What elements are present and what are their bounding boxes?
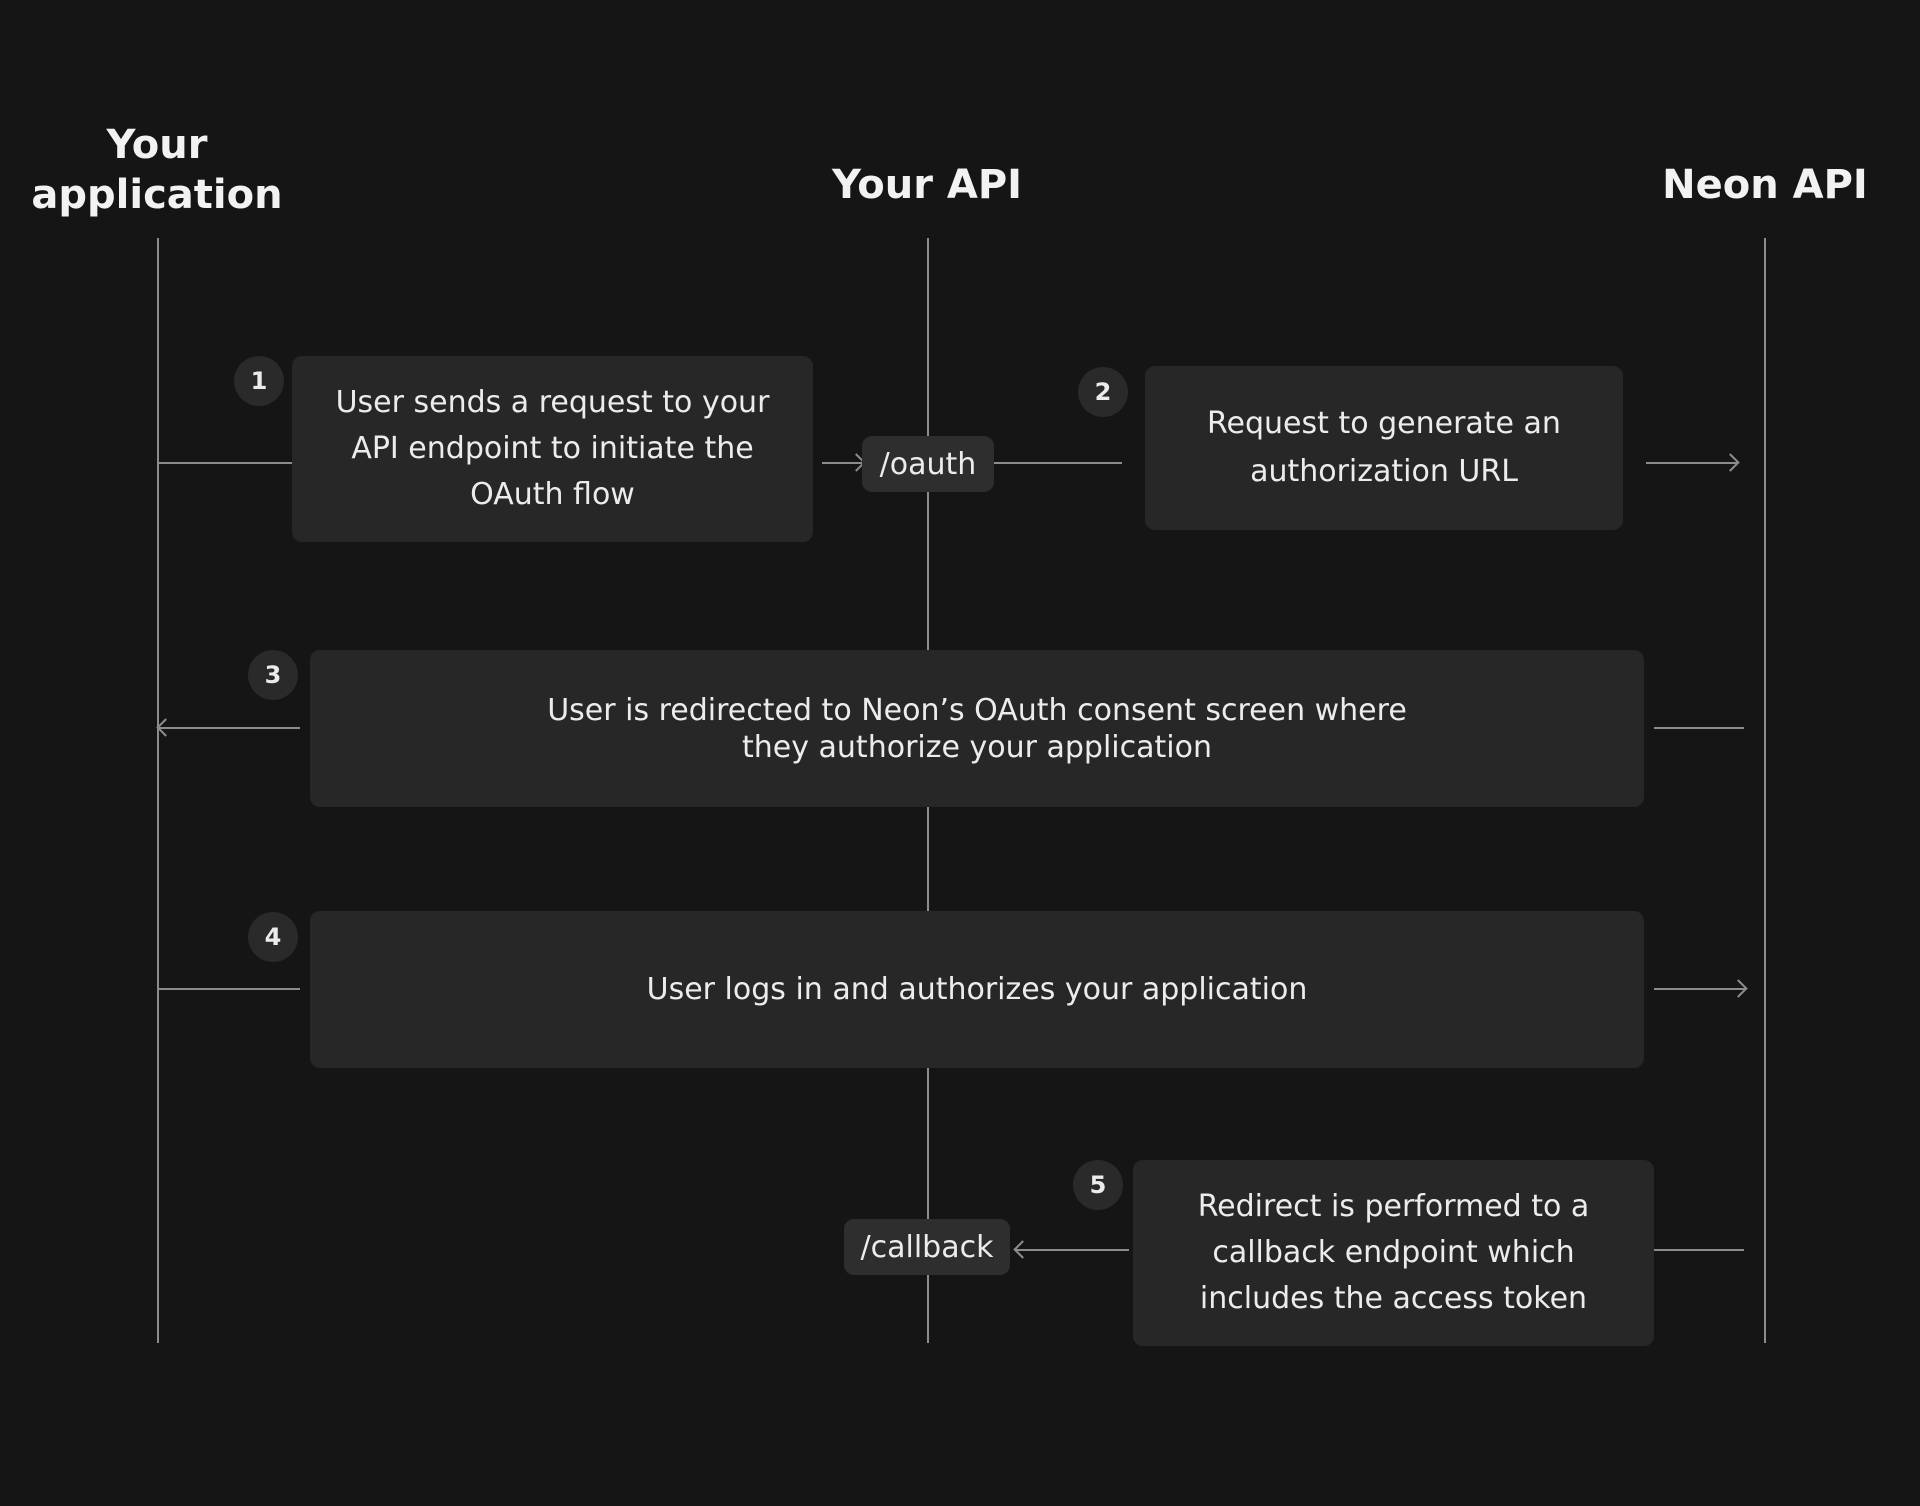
neon-api-lifeline <box>1764 238 1766 1343</box>
oauth-endpoint: /oauth <box>862 436 994 492</box>
step1-arrow-to-oauth <box>822 462 864 464</box>
your-application-heading-line1: Your <box>106 122 208 168</box>
step2-text: Request to generate an authorization URL <box>1207 406 1561 489</box>
step5-box: Redirect is performed to a callback endp… <box>1133 1160 1654 1346</box>
step3-text-line2: they authorize your application <box>742 729 1212 765</box>
callback-endpoint: /callback <box>844 1219 1010 1275</box>
step5-text: Redirect is performed to a callback endp… <box>1197 1189 1590 1316</box>
step3-text-line1: User is redirected to Neon’s OAuth conse… <box>547 692 1407 728</box>
step3-arrow-to-app <box>158 727 300 729</box>
your-application-heading-line2: application <box>31 172 283 218</box>
step2-badge: 2 <box>1078 367 1128 417</box>
step4-badge: 4 <box>248 912 298 962</box>
step1-text: User sends a request to your API endpoin… <box>335 385 770 512</box>
step1-line-left <box>158 462 292 464</box>
step4-arrow-to-neon <box>1654 988 1746 990</box>
step2-box: Request to generate an authorization URL <box>1145 366 1623 530</box>
your-application-heading: Your application <box>20 120 294 220</box>
your-api-heading: Your API <box>831 162 1023 208</box>
step2-line-left <box>994 462 1122 464</box>
step3-line-right <box>1654 727 1744 729</box>
step2-arrow-to-neon <box>1646 462 1738 464</box>
your-application-lifeline <box>157 238 159 1343</box>
step5-badge: 5 <box>1073 1160 1123 1210</box>
step1-badge: 1 <box>234 356 284 406</box>
step5-line-right <box>1654 1249 1744 1251</box>
step5-arrow-to-callback <box>1015 1249 1129 1251</box>
step1-box: User sends a request to your API endpoin… <box>292 356 813 542</box>
step4-line-left <box>158 988 300 990</box>
step4-box: User logs in and authorizes your applica… <box>310 911 1644 1068</box>
neon-api-heading: Neon API <box>1662 162 1868 208</box>
step4-text: User logs in and authorizes your applica… <box>646 972 1308 1007</box>
step3-badge: 3 <box>248 650 298 700</box>
step3-box: User is redirected to Neon’s OAuth conse… <box>310 650 1644 807</box>
